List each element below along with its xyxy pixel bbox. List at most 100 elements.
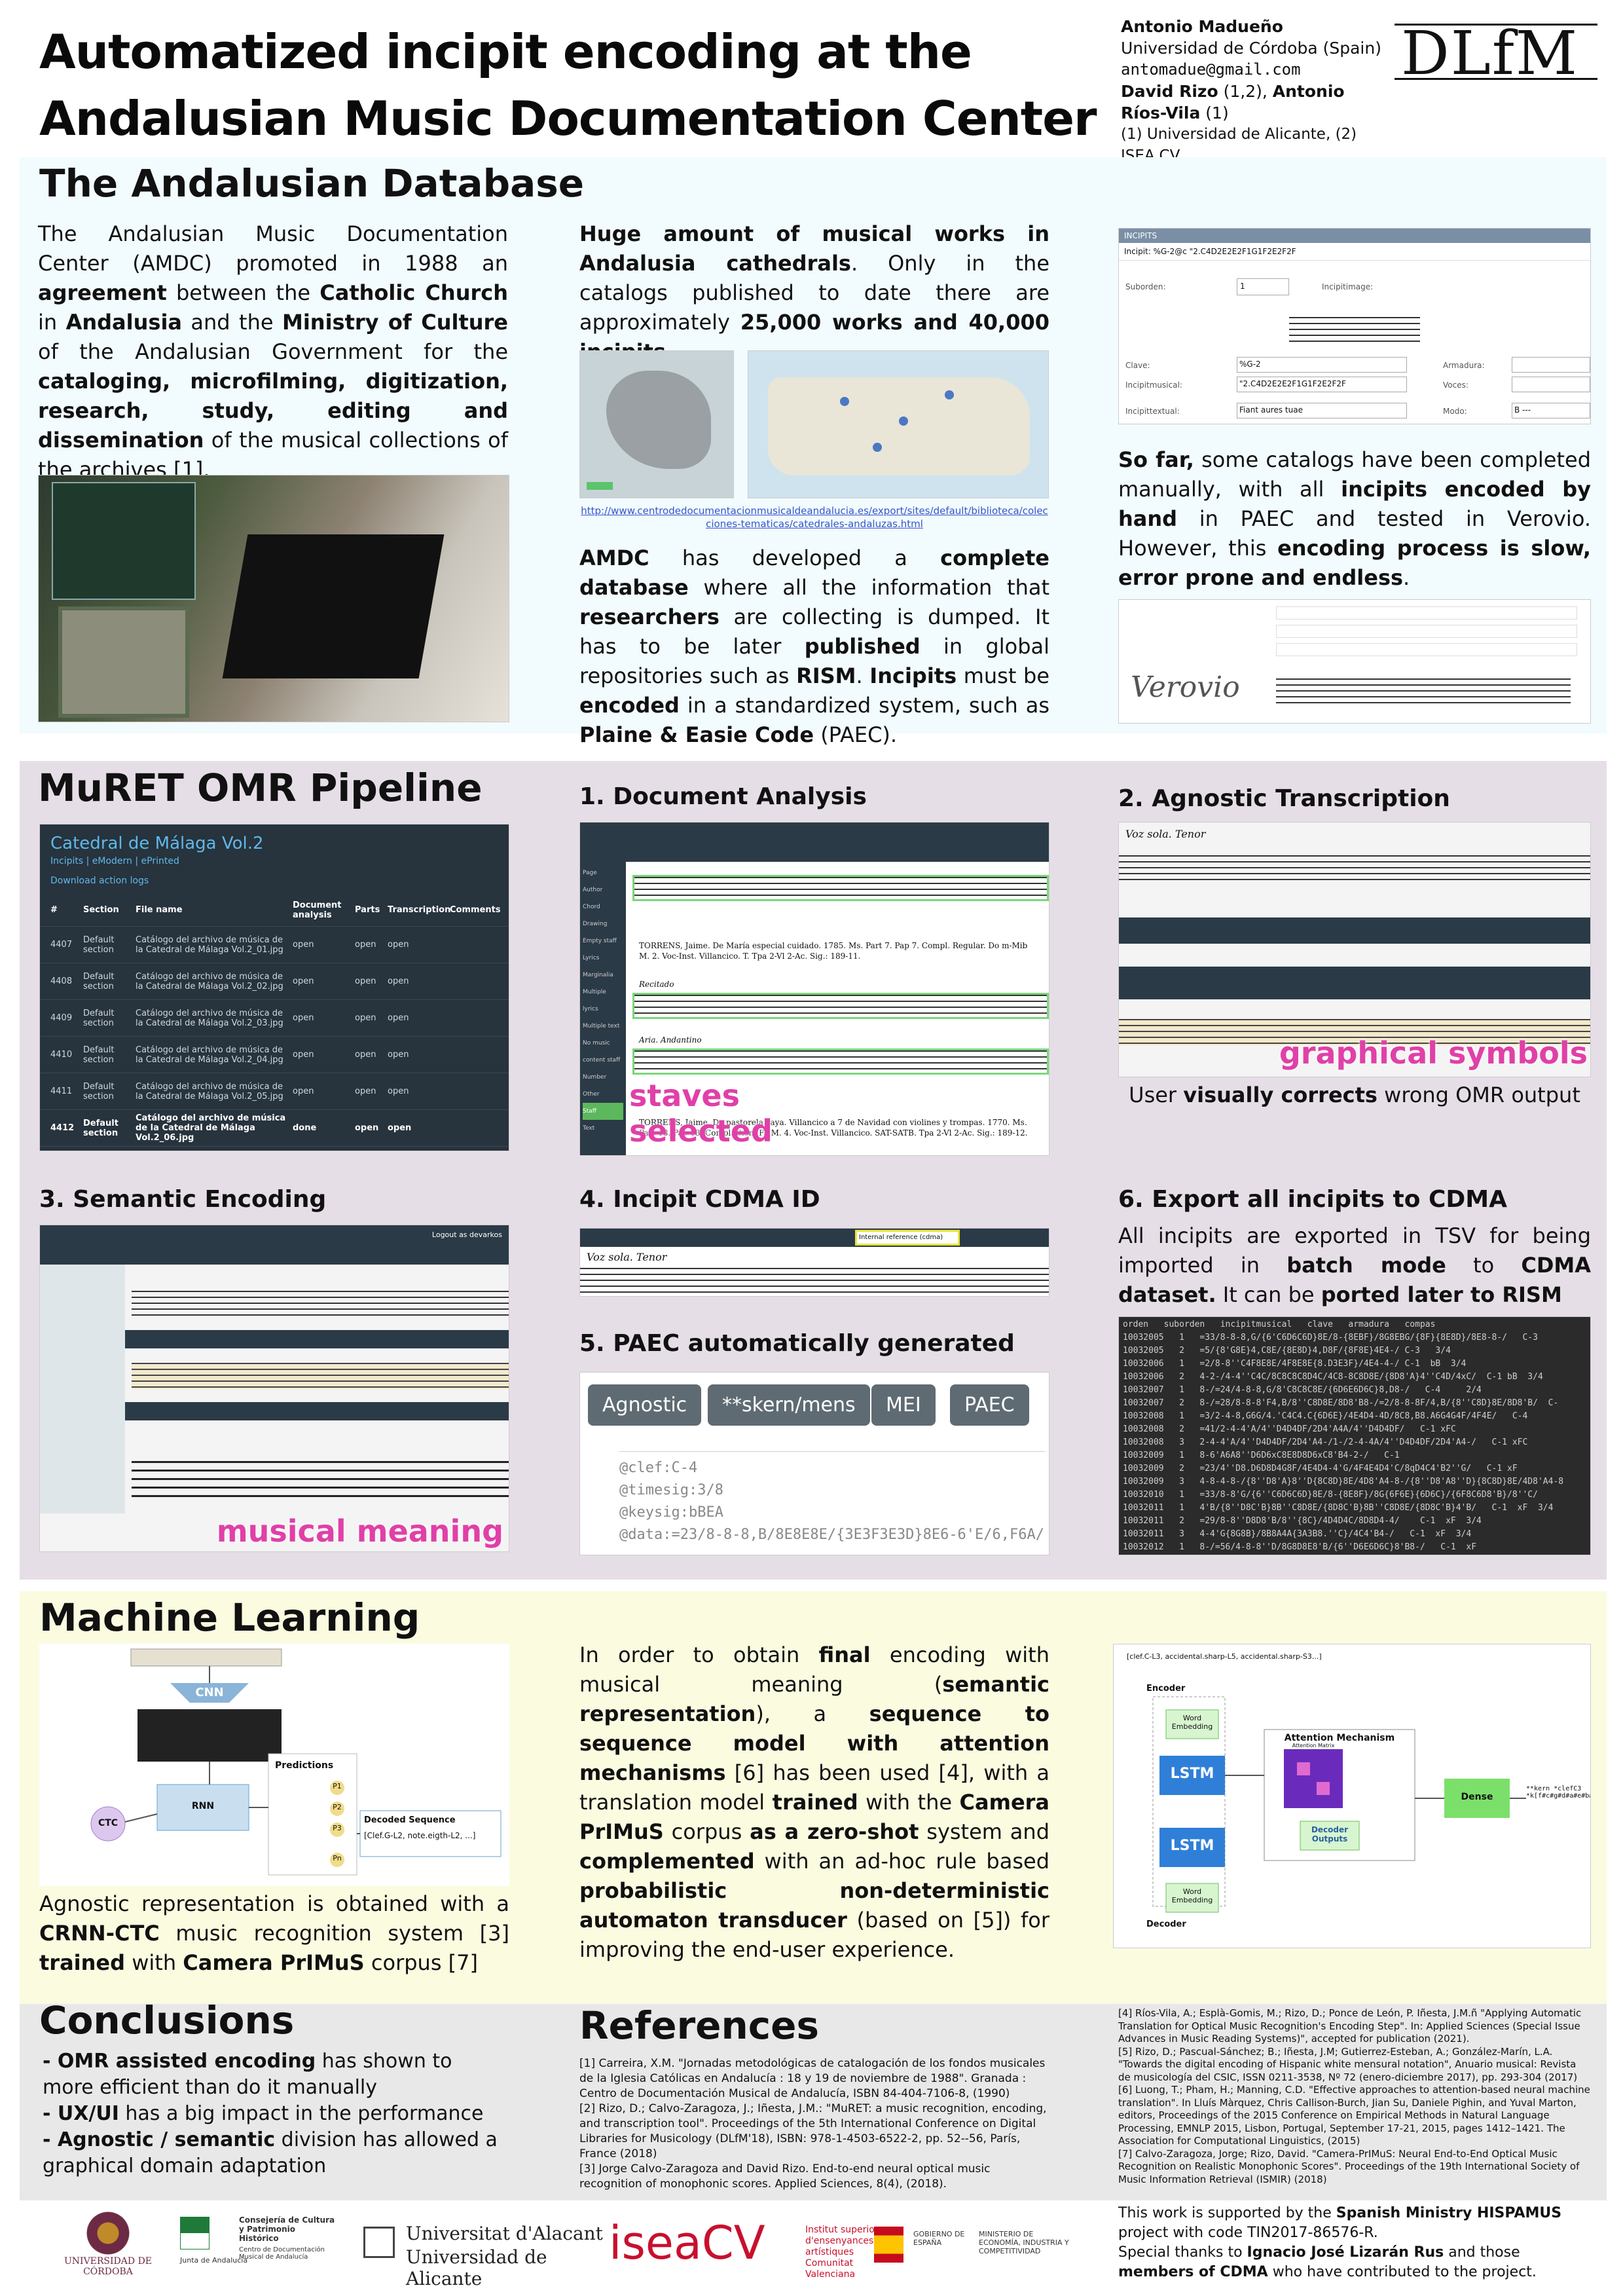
author-affil-index: (1) [1200,103,1229,122]
muret-toolbar [580,823,1049,862]
download-logs-link[interactable]: Download action logs [50,876,149,886]
list-item: - UX/UI has a big impact in the performa… [43,2102,484,2125]
reference-item: [7] Calvo-Zaragoza, Jorge; Rizo, David. … [1118,2147,1580,2185]
verovio-staff [1276,678,1571,705]
cdma-id-input[interactable]: Internal reference (cdma) [855,1230,960,1246]
suborden-input[interactable]: 1 [1237,278,1289,295]
step-heading: 2. Agnostic Transcription [1118,785,1450,812]
staff-region[interactable] [632,1048,1049,1075]
armadura-input[interactable] [1512,357,1590,373]
author-name: David Rizo [1121,82,1218,101]
conclusions-list: - OMR assisted encoding has shown to mor… [43,2048,501,2179]
author-name: Antonio Ríos-Vila [1121,82,1345,122]
step-heading: 6. Export all incipits to CDMA [1118,1186,1507,1213]
crnn-paragraph: Agnostic representation is obtained with… [39,1891,509,1975]
europe-map [579,350,734,498]
section-conclusions-references [20,2004,1607,2200]
isea-logo: iseaCV Institut superior d'ensenyances a… [609,2216,879,2280]
agnostic-toolbar [1119,917,1590,944]
form-header: INCIPITS [1119,229,1590,243]
mei-tab-button[interactable]: MEI [871,1384,936,1426]
ua-logo: Universitat d'Alacant Universidad de Ali… [363,2220,612,2289]
incipitmusical-input[interactable]: "2.C4D2E2E2F1G1F2E2F2F [1237,377,1407,392]
score-staff [132,1291,509,1317]
reference-item: [4] Ríos-Vila, A.; Esplà-Gomis, M.; Rizo… [1118,2007,1582,2045]
tsv-row: 10032010 1 =33/8-8'G/{6''C6D6C6D}8E/8-{8… [1123,1490,1538,1500]
dlfm-logo: DLfM [1395,18,1597,86]
section-heading: MuRET OMR Pipeline [38,766,483,810]
cdma-id-screenshot: Internal reference (cdma) Voz sola. Teno… [579,1228,1049,1297]
catalog-entry: TORRENS, Jaime. De María especial cuidad… [639,941,1028,961]
cnn-label: CNN [195,1686,224,1699]
voces-input[interactable] [1512,377,1590,392]
tsv-row: 10032007 1 8-/=24/4-8-8,G/8'C8C8C8E/{6D6… [1123,1385,1482,1395]
decoded-sequence: [Clef.G-L2, note.eigth-L2, ...] [364,1831,476,1840]
funding-note: This work is supported by the Spanish Mi… [1118,2205,1562,2241]
seq2seq-diagram-svg [1152,1696,1526,1913]
works-paragraph: Huge amount of musical works in Andalusi… [579,221,1050,364]
author-block: Antonio Madueño Universidad de Córdoba (… [1121,16,1396,167]
semantic-encoding-screenshot: Logout as devarkos musical meaning [39,1225,509,1552]
export-paragraph: All incipits are exported in TSV for bei… [1118,1223,1591,1307]
catalog-link[interactable]: http://www.centrodedocumentacionmusicald… [581,505,1048,530]
kern-tab-button[interactable]: **skern/mens [708,1384,870,1426]
ctc-label: CTC [98,1818,119,1828]
staff-region[interactable] [632,875,1049,901]
reference-item: [3] Jorge Calvo-Zaragoza and David Rizo.… [579,2162,991,2191]
tsv-row: 10032011 1 4'B/{8''D8C'B}8B''C8D8E/{8D8C… [1123,1503,1554,1513]
incipittextual-input[interactable]: Fiant aures tuae [1237,403,1407,418]
tsv-row: 10032011 3 4-4'G{8G8B}/8B8A4A{3A3B8.''C}… [1123,1529,1472,1539]
section-heading: Machine Learning [39,1595,420,1640]
incipit-staff [1289,317,1420,343]
paec-tab-button[interactable]: PAEC [950,1384,1029,1426]
tsv-row: 10032008 3 2-4-4'A/4''D4D4DF/2D4'A4-/1-/… [1123,1437,1528,1447]
tsv-row: 10032006 2 4-2-/4-4''C4C/8C8C8C8D4C/4C8-… [1123,1372,1543,1382]
paec-code: @clef:C-4@timesig:3/8@keysig:bBEA@data:=… [619,1451,1045,1549]
tsv-row: 10032008 1 =3/2-4-8,G6G/4.'C4C4.C{6D6E}/… [1123,1411,1528,1421]
step-heading: 1. Document Analysis [579,783,867,810]
agnostic-transcription-screenshot: Voz sola. Tenor graphical symbols [1118,822,1591,1077]
author-email[interactable]: antomadue@gmail.com [1121,60,1301,79]
andalusia-map [748,350,1049,498]
seq2seq-paragraph: In order to obtain final encoding with m… [579,1642,1050,1962]
agnostic-staff[interactable] [1119,1019,1590,1045]
tsv-row: 10032005 1 =33/8-8-8,G/{6'C6D6C6D}8E/8-{… [1123,1333,1538,1342]
staff-region[interactable] [632,993,1049,1019]
tsv-export-output: orden suborden incipitmusical clave arma… [1118,1316,1591,1555]
tsv-row: 10032009 2 =23/4''D8.D6D8D4G8F/4E4D4-4'G… [1123,1464,1518,1473]
section-heading: The Andalusian Database [39,161,585,206]
tsv-rows: 10032005 1 =33/8-8-8,G/{6'C6D6C6D}8E/8-{… [1123,1331,1563,1555]
author-affil-index: (1,2), [1218,82,1273,101]
junta-andalucia-logo: Consejería de Cultura y Patrimonio Histó… [180,2215,335,2265]
document-links[interactable]: Incipits | eModern | ePrinted [50,856,179,866]
overlay-label: musical meaning [216,1513,503,1549]
modo-select[interactable]: B --- [1512,403,1590,418]
form-incipit: Incipit: %G-2@c "2.C4D2E2E2F1G1F2E2F2F [1119,243,1590,261]
overlay-label: staves selected [629,1078,773,1149]
tsv-row: 10032009 3 4-8-4-8-/{8''D8'A}8''D{8C8D}8… [1123,1477,1564,1487]
paec-output-panel: Agnostic **skern/mens MEI PAEC @clef:C-4… [579,1372,1049,1555]
list-item: - Agnostic / semantic division has allow… [43,2128,498,2177]
tsv-row: 10032012 2 8-8'G8.G6G8''C6-6C6C6C6D6E/8D… [1123,1554,1563,1555]
agnostic-tab-button[interactable]: Agnostic [588,1384,702,1426]
semantic-staff[interactable] [132,1461,509,1500]
tsv-row: 10032007 2 8-/=28/8-8-8'F4,B/8''C8D8E/8D… [1123,1398,1559,1408]
references-left: [1] Carreira, X.M. "Jornadas metodológic… [579,2056,1049,2192]
tsv-row: 10032006 1 =2/8-8''C4F8E8E/4F8E8E{8.D3E3… [1123,1359,1467,1369]
manuscript-image [58,606,189,718]
tsv-row: 10032009 1 8-6'A6A8''D6D6xC8E8D8D6xC8'B4… [1123,1451,1400,1460]
clave-input[interactable]: %G-2 [1237,357,1407,373]
microfilm-reader [222,534,445,678]
section-heading: Conclusions [39,1998,295,2043]
step-heading: 5. PAEC automatically generated [579,1330,1015,1357]
crnn-diagram-svg [90,1648,501,1876]
crnn-ctc-diagram: CNN RNN CTC Predictions P1 P2 P3 Pn Deco… [39,1644,509,1886]
